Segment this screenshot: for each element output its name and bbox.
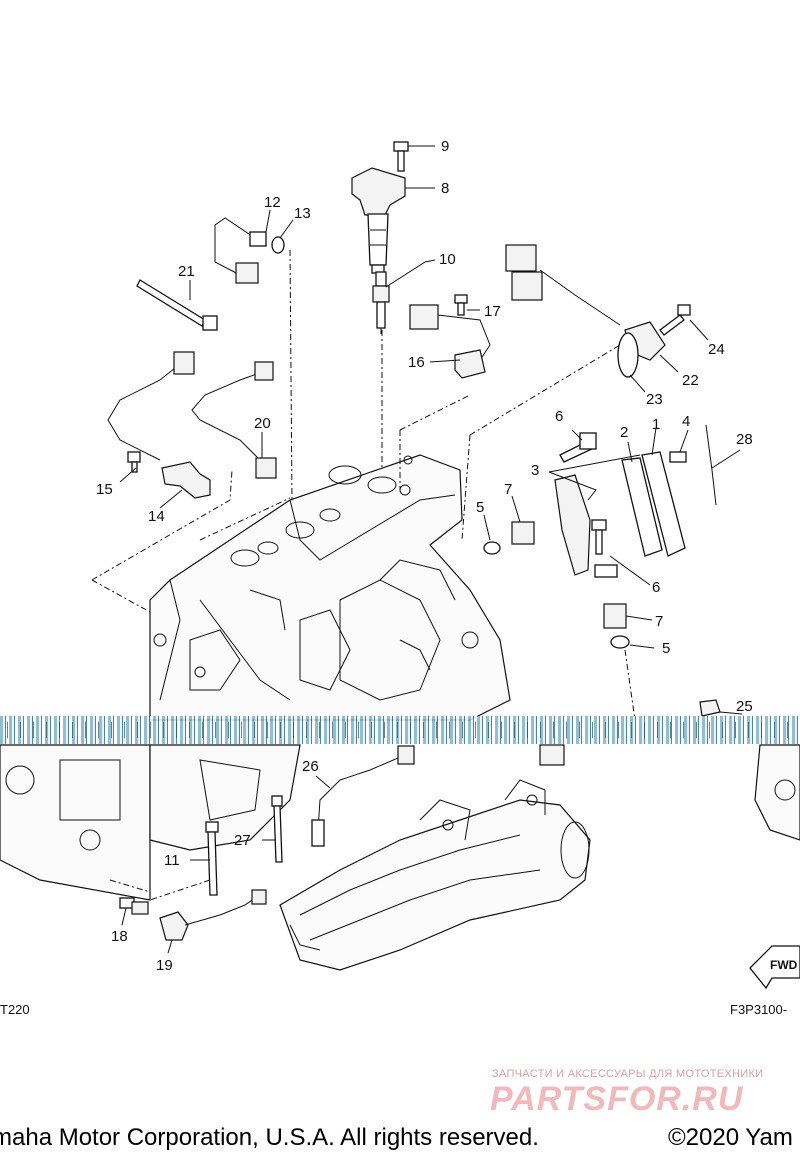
callout-2: 2 xyxy=(620,424,628,441)
callout-7-bottom: 7 xyxy=(655,613,663,630)
callout-27: 27 xyxy=(234,832,251,849)
part-3-bracket[interactable] xyxy=(554,474,618,578)
callout-12: 12 xyxy=(264,194,281,211)
part-9-bolt[interactable] xyxy=(393,141,409,172)
callout-8: 8 xyxy=(441,180,449,197)
engine-lower-block xyxy=(0,744,301,901)
part-5-collar-lower[interactable] xyxy=(610,635,630,649)
part-14-sensor[interactable] xyxy=(161,461,211,499)
callout-21: 21 xyxy=(178,263,195,280)
part-7-grommet-lower[interactable] xyxy=(603,603,627,629)
part-16-sensor[interactable] xyxy=(409,304,491,379)
callout-13: 13 xyxy=(294,205,311,222)
part-21-long-bolt[interactable] xyxy=(136,279,218,331)
callout-28: 28 xyxy=(736,431,753,448)
part-1-plate[interactable] xyxy=(641,451,686,557)
callout-1: 1 xyxy=(652,416,660,433)
callout-22: 22 xyxy=(682,372,699,389)
part-19-knock-sensor[interactable] xyxy=(159,889,267,941)
callout-24: 24 xyxy=(708,341,725,358)
part-18-sensor[interactable] xyxy=(119,897,149,915)
callout-5-bottom: 5 xyxy=(662,640,670,657)
part-11-cable-tie[interactable] xyxy=(205,821,219,896)
callout-6-bottom: 6 xyxy=(652,579,660,596)
part-27-cable-tie[interactable] xyxy=(271,795,283,863)
watermark-logo: PARTSFOR.RU xyxy=(490,1080,744,1118)
callout-4: 4 xyxy=(682,413,690,430)
part-5-collar-upper[interactable] xyxy=(483,541,501,555)
callout-5-top: 5 xyxy=(476,499,484,516)
part-20-sensor[interactable] xyxy=(191,361,277,479)
diagram-code-left: T220 xyxy=(0,1002,30,1017)
callout-9: 9 xyxy=(441,138,449,155)
callout-11: 11 xyxy=(164,852,180,869)
callout-19: 19 xyxy=(156,957,173,974)
callout-15: 15 xyxy=(96,481,113,498)
watermark-tagline: ЗАПЧАСТИ И АКСЕССУАРЫ ДЛЯ МОТОТЕХНИКИ xyxy=(492,1068,764,1080)
part-sensor-left-cable[interactable] xyxy=(107,351,195,461)
part-25-clip[interactable] xyxy=(699,699,721,717)
part-13-washer[interactable] xyxy=(271,236,285,254)
scan-artifact-lines xyxy=(0,722,800,738)
part-4-bolt[interactable] xyxy=(669,451,687,463)
part-6-bolt-upper[interactable] xyxy=(559,432,597,463)
part-23-o-ring[interactable] xyxy=(617,332,639,378)
callout-23: 23 xyxy=(646,391,663,408)
part-17-bolt[interactable] xyxy=(454,294,468,316)
part-22-sensor[interactable] xyxy=(505,244,666,361)
copyright-text: maha Motor Corporation, U.S.A. All right… xyxy=(0,1124,539,1151)
part-26-sensor[interactable] xyxy=(311,745,415,847)
part-6-bolt-lower[interactable] xyxy=(591,519,607,555)
callout-leaders xyxy=(119,145,743,954)
callout-18: 18 xyxy=(111,928,128,945)
callout-14: 14 xyxy=(148,508,165,525)
part-7-grommet-upper[interactable] xyxy=(511,521,535,545)
callout-26: 26 xyxy=(302,758,319,775)
callout-17: 17 xyxy=(484,303,501,320)
copyright-year: ©2020 Yam xyxy=(668,1124,793,1151)
part-misc-connector[interactable] xyxy=(539,744,565,766)
part-8-ignition-coil[interactable] xyxy=(351,167,406,274)
dashed-leaders xyxy=(91,249,636,901)
callout-16: 16 xyxy=(408,354,425,371)
part-24-bolt[interactable] xyxy=(659,304,691,336)
diagram-code-right: F3P3100- xyxy=(730,1002,787,1017)
part-10-spark-plug[interactable] xyxy=(372,271,390,334)
callout-20: 20 xyxy=(254,415,271,432)
callout-25: 25 xyxy=(736,698,753,715)
callout-7-top: 7 xyxy=(504,481,512,498)
fwd-label: FWD xyxy=(770,958,798,972)
callout-3: 3 xyxy=(531,462,539,479)
part-28-tie[interactable] xyxy=(705,424,717,506)
part-2-plate[interactable] xyxy=(621,457,663,557)
callout-labels: 9 8 12 13 10 21 17 24 16 22 23 6 4 20 1 … xyxy=(96,138,753,974)
callout-6-top: 6 xyxy=(555,408,563,425)
part-12-sensor[interactable] xyxy=(214,217,267,284)
part-15-bolt[interactable] xyxy=(127,451,141,473)
callout-10: 10 xyxy=(439,251,456,268)
engine-right-fragment xyxy=(754,744,800,841)
exhaust-manifold xyxy=(279,779,591,971)
fwd-arrow: FWD xyxy=(749,945,800,990)
